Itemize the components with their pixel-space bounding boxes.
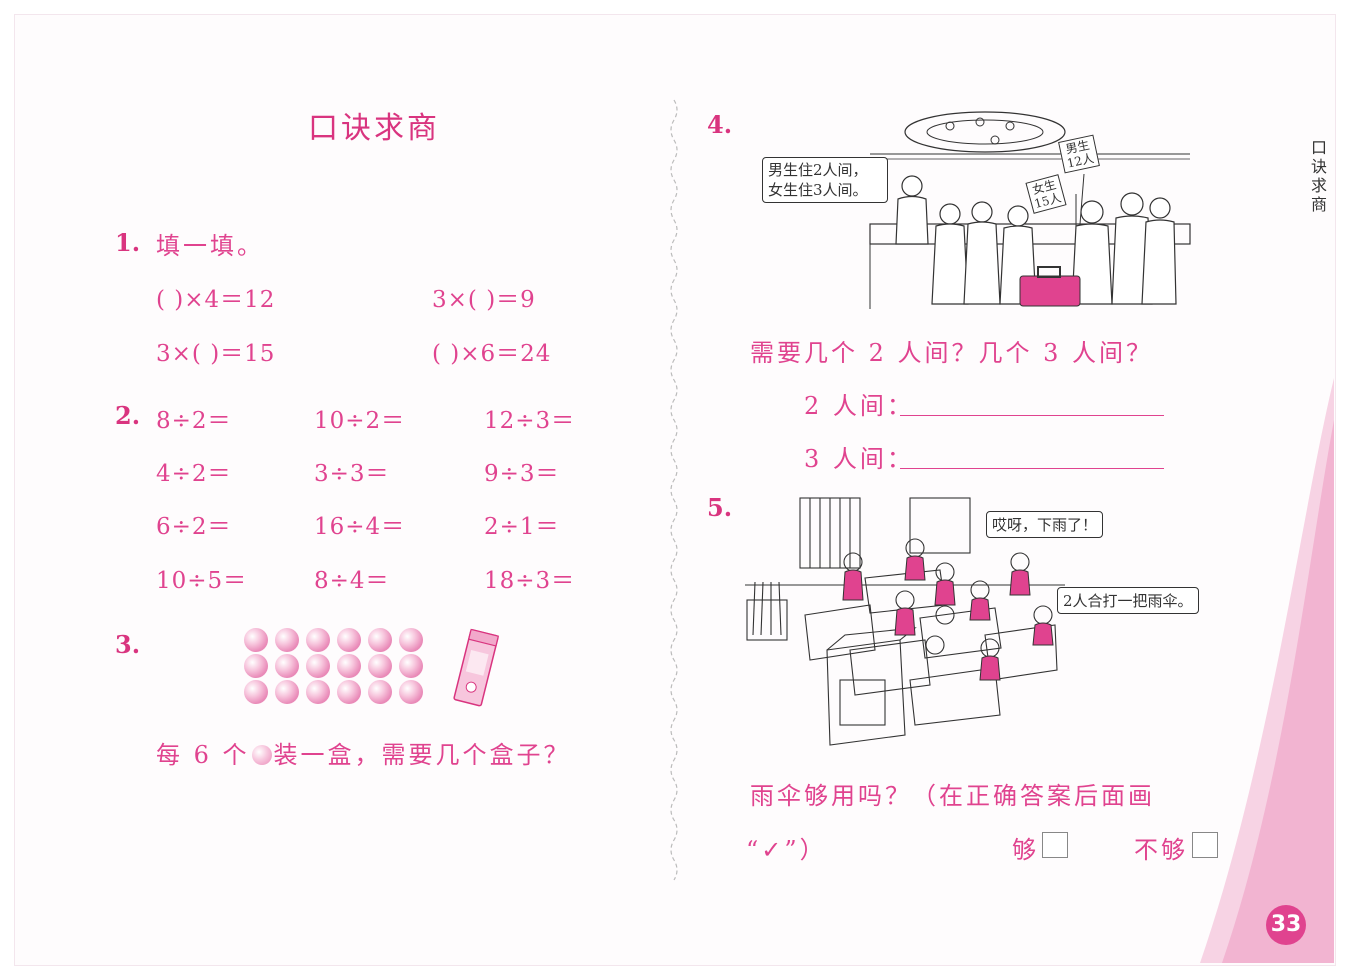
pink-ball <box>337 628 361 652</box>
q5-question-line1: 雨伞够用吗？（在正确答案后面画 <box>750 782 1155 810</box>
q4-question: 需要几个 2 人间？几个 3 人间？ <box>750 339 1154 367</box>
pink-ball <box>275 654 299 678</box>
pink-ball <box>399 628 423 652</box>
pink-ball <box>368 628 392 652</box>
q3-text: 每 6 个装一盒，需要几个盒子？ <box>156 735 571 770</box>
pink-ball <box>399 680 423 704</box>
q2-r3-c1: 6÷2＝ <box>156 514 232 540</box>
ball-icon <box>251 745 272 765</box>
pink-ball <box>337 680 361 704</box>
q5-classroom-illustration <box>745 497 1065 746</box>
q1-eq-2: 3×( )＝9 <box>432 287 536 313</box>
option-not-enough-label: 不够 <box>1134 836 1188 864</box>
q2-r2-c2: 3÷3＝ <box>314 461 390 487</box>
pink-ball <box>275 628 299 652</box>
q2-r3-c2: 16÷4＝ <box>314 514 406 540</box>
q2-r3-c3: 2÷1＝ <box>484 514 560 540</box>
pink-ball <box>244 654 268 678</box>
q1-label: 填一填。 <box>156 232 264 260</box>
q1-number: 1. <box>115 228 141 257</box>
workbook-page <box>14 14 1336 966</box>
pink-ball <box>244 628 268 652</box>
pink-ball <box>306 654 330 678</box>
q5-number: 5. <box>707 493 733 522</box>
q3-text-before: 每 6 个 <box>156 741 250 769</box>
q3-text-after: 装一盒，需要几个盒子？ <box>273 741 571 769</box>
q2-r2-c3: 9÷3＝ <box>484 461 560 487</box>
pink-ball <box>275 680 299 704</box>
box-illustration <box>453 628 500 707</box>
option-enough-checkbox[interactable] <box>1042 832 1068 858</box>
q5-question-line2: “✓”） <box>746 836 827 864</box>
pink-ball <box>337 654 361 678</box>
q2-r4-c2: 8÷4＝ <box>314 568 390 594</box>
option-enough-label: 够 <box>1012 836 1039 864</box>
sidebar-title: 口诀求商 <box>1310 138 1327 214</box>
q4-answer1-label: 2 人间： <box>804 392 914 420</box>
center-divider <box>670 99 678 881</box>
pink-ball <box>306 628 330 652</box>
q2-r1-c3: 12÷3＝ <box>484 408 576 434</box>
pink-balls-group <box>244 628 423 704</box>
q1-eq-4: ( )×6＝24 <box>432 341 552 367</box>
pink-ball <box>368 654 392 678</box>
q2-r4-c3: 18÷3＝ <box>484 568 576 594</box>
q1-eq-3: 3×( )＝15 <box>156 341 276 367</box>
q2-r1-c2: 10÷2＝ <box>314 408 406 434</box>
q5-speech-bubble-2: 2人合打一把雨伞。 <box>1057 587 1199 614</box>
pink-ball <box>244 680 268 704</box>
q4-answer2-line[interactable] <box>900 468 1164 469</box>
option-not-enough-checkbox[interactable] <box>1192 832 1218 858</box>
q4-answer1-line[interactable] <box>900 415 1164 416</box>
q2-r2-c1: 4÷2＝ <box>156 461 232 487</box>
q3-number: 3. <box>115 630 141 659</box>
page-title: 口诀求商 <box>308 111 440 146</box>
q4-bubble-line1: 男生住2人间， <box>768 161 868 179</box>
page-number: 33 <box>1266 905 1306 945</box>
q4-bubble-line2: 女生住3人间。 <box>768 181 868 199</box>
q4-number: 4. <box>707 110 733 139</box>
pink-ball <box>368 680 392 704</box>
q2-number: 2. <box>115 401 141 430</box>
q4-hotel-illustration <box>869 111 1191 309</box>
q5-speech-bubble-1: 哎呀，下雨了！ <box>986 511 1104 538</box>
q2-r4-c1: 10÷5＝ <box>156 568 248 594</box>
pink-ball <box>399 654 423 678</box>
q4-speech-bubble: 男生住2人间， 女生住3人间。 <box>762 157 888 203</box>
q1-eq-1: ( )×4＝12 <box>156 287 276 313</box>
q4-answer2-label: 3 人间： <box>804 445 914 473</box>
q2-r1-c1: 8÷2＝ <box>156 408 232 434</box>
pink-ball <box>306 680 330 704</box>
